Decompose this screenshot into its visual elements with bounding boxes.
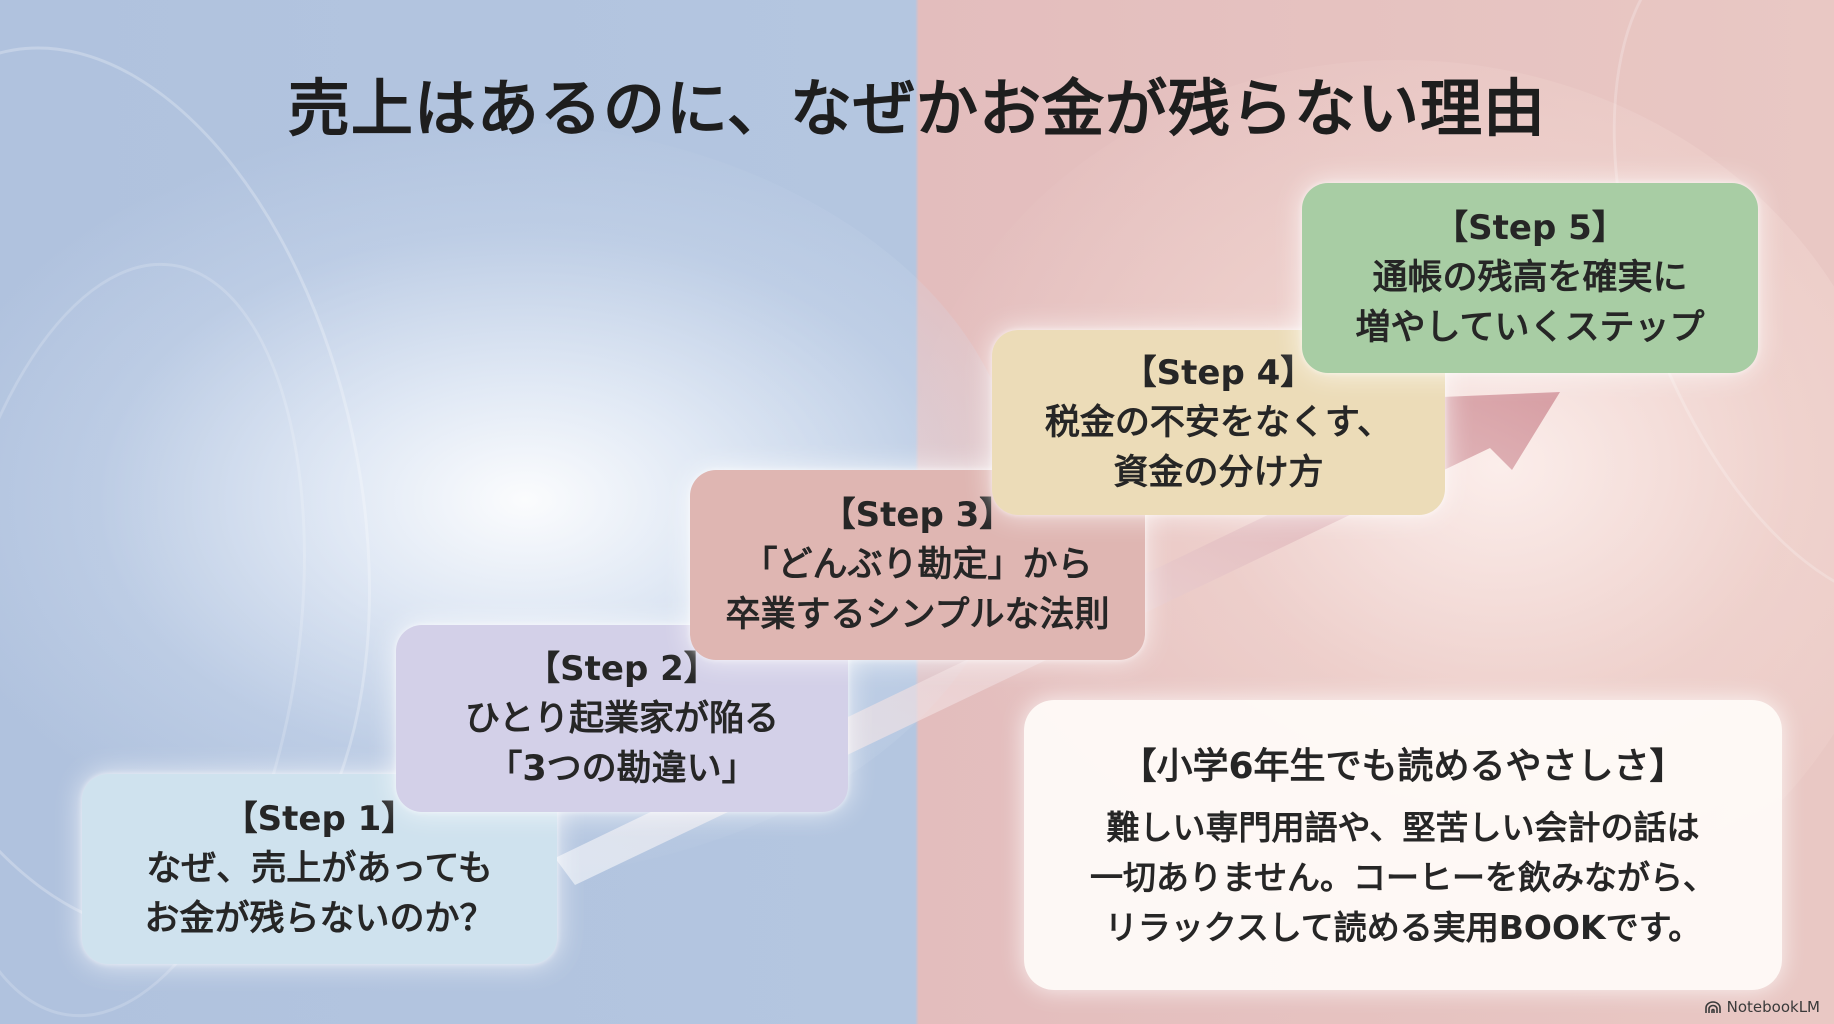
step-2-line-2: 「3つの勘違い」: [487, 748, 757, 789]
step-2-heading: 【Step 2】: [526, 648, 718, 689]
step-3-line-2: 卒業するシンプルな法則: [725, 595, 1110, 635]
step-card-1: 【Step 1】 なぜ、売上があっても お金が残らないのか？: [82, 774, 557, 964]
step-5-line-2: 増やしていくステップ: [1355, 308, 1705, 348]
step-1-heading: 【Step 1】: [223, 799, 416, 839]
brand-label: NotebookLM: [1726, 998, 1820, 1016]
notebooklm-logo-icon: [1704, 1001, 1721, 1013]
step-4-line-2: 資金の分け方: [1113, 452, 1324, 493]
info-line-1: 難しい専門用語や、堅苦しい会計の話は: [1106, 808, 1700, 847]
step-1-line-1: なぜ、売上があっても: [146, 849, 493, 889]
step-card-5: 【Step 5】 通帳の残高を確実に 増やしていくステップ: [1302, 183, 1758, 373]
info-line-3: リラックスして読める実用BOOKです。: [1104, 908, 1702, 947]
step-3-line-1: 「どんぶり勘定」から: [742, 545, 1093, 585]
info-box: 【小学6年生でも読めるやさしさ】 難しい専門用語や、堅苦しい会計の話は 一切あり…: [1024, 700, 1782, 990]
step-2-line-1: ひとり起業家が陥る: [465, 698, 779, 739]
info-heading: 【小学6年生でも読めるやさしさ】: [1120, 746, 1686, 787]
step-5-heading: 【Step 5】: [1434, 208, 1626, 248]
step-4-line-1: 税金の不安をなくす、: [1044, 402, 1393, 443]
info-line-2: 一切ありません。コーヒーを飲みながら、: [1089, 858, 1716, 897]
step-4-heading: 【Step 4】: [1122, 352, 1315, 393]
page-title: 売上はあるのに、なぜかお金が残らない理由: [287, 72, 1547, 145]
step-5-line-1: 通帳の残高を確実に: [1372, 258, 1688, 298]
brand-watermark: NotebookLM: [1704, 998, 1820, 1016]
step-1-line-2: お金が残らないのか？: [144, 899, 495, 939]
step-3-heading: 【Step 3】: [821, 495, 1014, 535]
